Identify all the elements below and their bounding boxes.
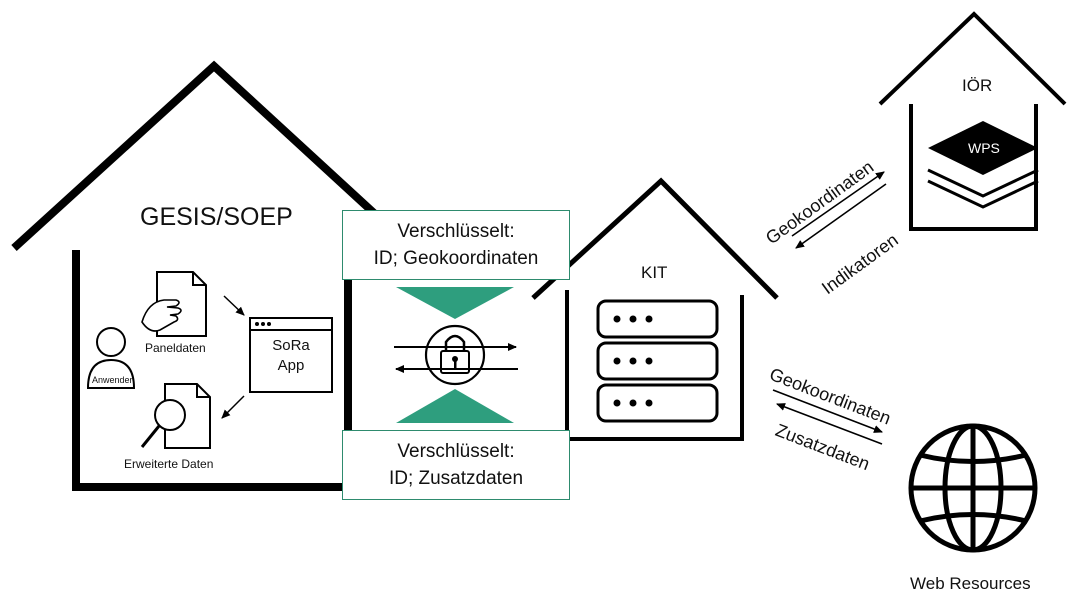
encrypted-geo-line1: Verschlüsselt:: [397, 221, 515, 242]
encryption-hourglass: [396, 287, 514, 423]
geo-to-ior-arrow: [791, 171, 885, 237]
panel-document-icon: [141, 271, 207, 337]
encrypted-extra-box: Verschlüsselt: ID; Zusatzdaten: [342, 430, 570, 500]
sora-app-label-line1: SoRa: [272, 337, 310, 354]
encrypted-extra-line2: ID; Zusatzdaten: [388, 467, 524, 489]
ior-title: IÖR: [962, 76, 993, 95]
panel-to-app-arrow: [223, 295, 245, 316]
user-label: Anwender: [92, 375, 133, 385]
encrypted-extra-line1: Verschlüsselt:: [397, 441, 515, 462]
wps-label: WPS: [968, 140, 1000, 156]
kit-house-outline: [531, 177, 779, 441]
extended-document-icon: [140, 383, 211, 449]
panel-data-label: Paneldaten: [145, 341, 206, 355]
wps-layers-icon: [927, 121, 1039, 209]
sora-app-window: [249, 317, 333, 393]
extra-from-web-arrow: [776, 403, 883, 445]
indicators-from-ior-arrow: [795, 183, 887, 249]
geo-to-web-arrow: [772, 389, 883, 433]
lock-icon: [424, 324, 486, 386]
sora-app-label-line2: App: [277, 357, 305, 374]
kit-title: KIT: [641, 263, 668, 282]
gesis-title: GESIS/SOEP: [140, 203, 293, 231]
app-to-extended-arrow: [221, 395, 245, 419]
web-resources-label: Web Resources: [910, 574, 1031, 593]
globe-icon: [908, 423, 1038, 553]
ior-house-outline: [878, 11, 1067, 231]
user-icon: [86, 327, 136, 389]
server-icon: [596, 299, 719, 423]
extended-data-label: Erweiterte Daten: [124, 457, 214, 471]
encrypted-geo-line2: ID; Geokoordinaten: [373, 247, 539, 269]
encrypted-geo-box: Verschlüsselt: ID; Geokoordinaten: [342, 210, 570, 280]
gesis-house-outline: [11, 60, 391, 491]
